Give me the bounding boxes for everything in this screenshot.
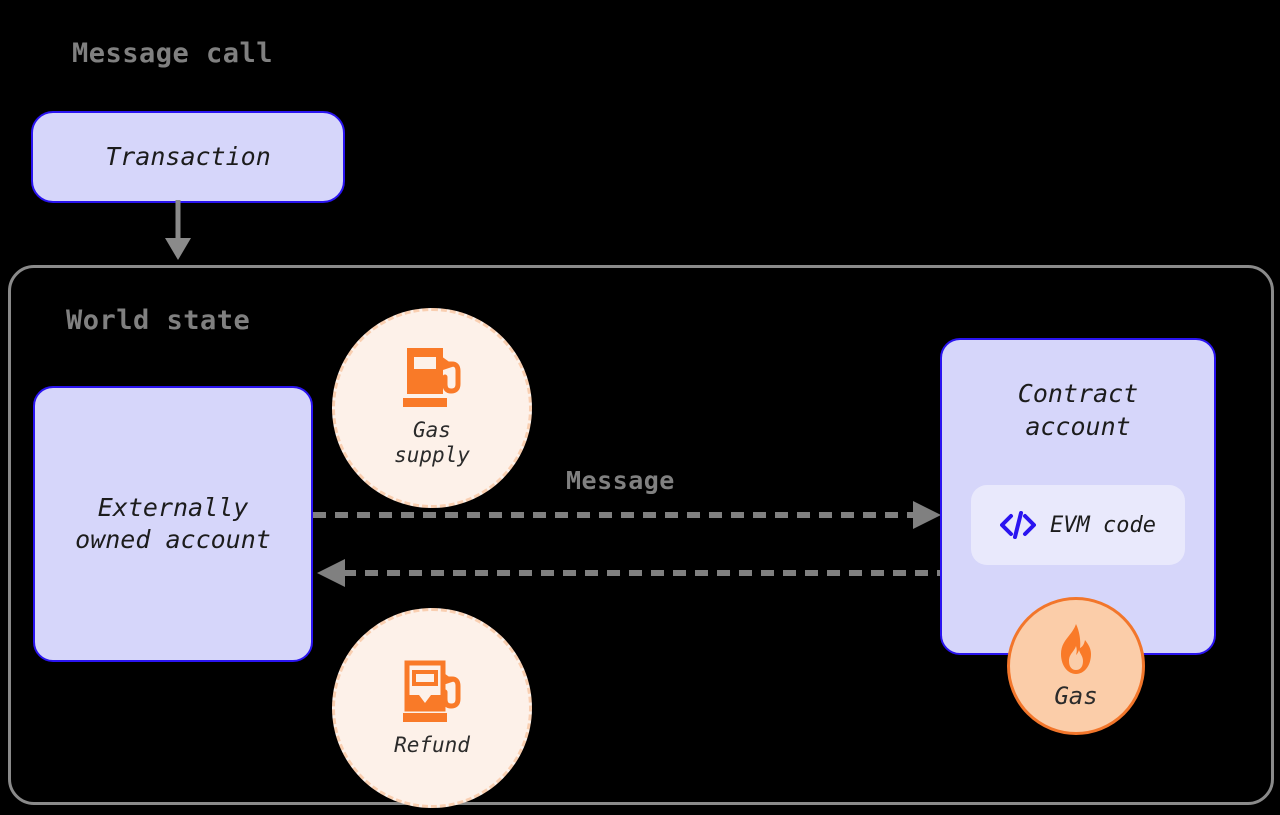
code-icon bbox=[1000, 511, 1037, 539]
transaction-node[interactable]: Transaction bbox=[31, 111, 345, 203]
refund-caption: Refund bbox=[394, 733, 470, 758]
flame-icon bbox=[1061, 624, 1091, 674]
gas-supply-badge[interactable]: Gas supply bbox=[332, 308, 532, 508]
refund-badge[interactable]: Refund bbox=[332, 608, 532, 808]
gas-badge[interactable]: Gas bbox=[1007, 597, 1145, 735]
contract-account-label: Contract account bbox=[1017, 379, 1139, 441]
evm-code-label: EVM code bbox=[1050, 512, 1156, 538]
message-connector-label: Message bbox=[566, 466, 675, 495]
gas-caption: Gas bbox=[1054, 682, 1098, 710]
transaction-label: Transaction bbox=[105, 141, 271, 171]
gas-supply-caption: Gas supply bbox=[394, 417, 470, 467]
evm-code-chip[interactable]: EVM code bbox=[971, 485, 1185, 565]
fuel-pump-low-icon bbox=[401, 659, 463, 729]
transaction-to-world-state-arrow bbox=[165, 200, 191, 260]
world-state-heading: World state bbox=[66, 305, 251, 336]
message-call-heading: Message call bbox=[72, 38, 274, 69]
fuel-pump-full-icon bbox=[401, 344, 463, 414]
world-state-container bbox=[8, 265, 1274, 805]
externally-owned-account-label: Externally owned account bbox=[75, 492, 271, 555]
externally-owned-account-node[interactable]: Externally owned account bbox=[33, 386, 313, 662]
